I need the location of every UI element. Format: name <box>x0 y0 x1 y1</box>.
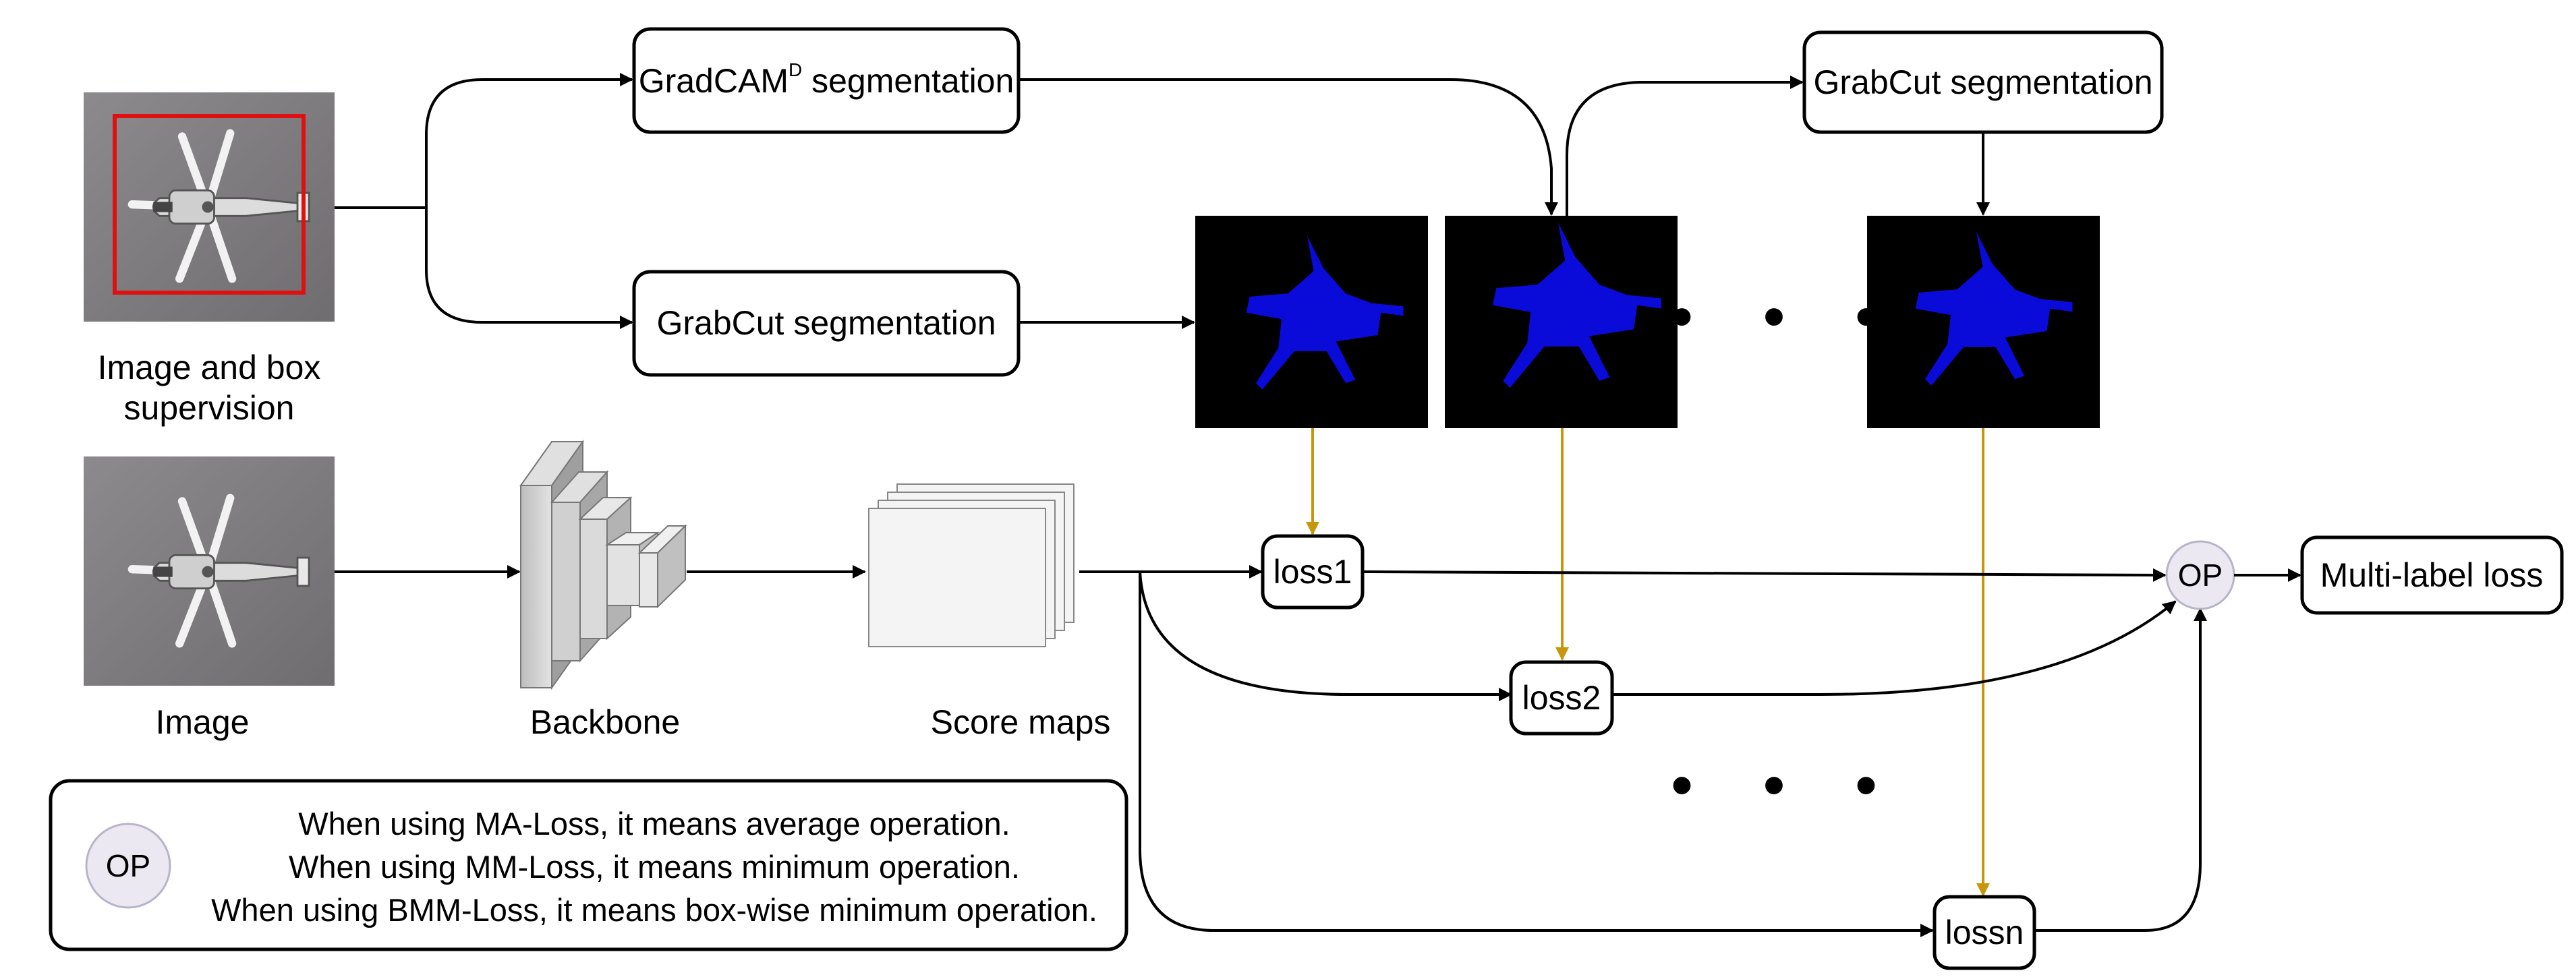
loss2-label: loss2 <box>1522 679 1601 717</box>
arrow-loss2-to-op <box>1612 600 2177 696</box>
input-caption-line2: supervision <box>124 389 295 427</box>
legend-line-3: When using BMM-Loss, it means box-wise m… <box>211 892 1097 928</box>
legend-op-node <box>85 823 171 909</box>
segmentation-mask-1 <box>1195 216 1428 428</box>
legend-op-label: OP <box>106 848 150 883</box>
legend-line-1: When using MA-Loss, it means average ope… <box>298 806 1010 841</box>
score-maps-caption: Score maps <box>931 703 1111 741</box>
arrow-loss1-to-op <box>1362 568 2167 582</box>
arrow-to-lossn <box>1139 572 1934 937</box>
input-image-with-box <box>84 92 335 322</box>
arrow-mask2-to-grabcut-right <box>1566 76 1804 216</box>
arrow-to-grabcut-left <box>425 208 633 329</box>
lossn-label: lossn <box>1945 914 2024 951</box>
op-node-label: OP <box>2178 558 2223 593</box>
grabcut-right-label: GrabCut segmentation <box>1813 63 2152 101</box>
top-ellipsis: • • • <box>1671 283 1904 351</box>
legend-box <box>49 779 1128 951</box>
lossn-box <box>1933 895 2036 970</box>
legend-line-2: When using MM-Loss, it means minimum ope… <box>289 849 1020 885</box>
loss1-label: loss1 <box>1273 553 1352 591</box>
arrow-to-loss2 <box>1139 571 1512 701</box>
backbone-caption: Backbone <box>530 703 680 741</box>
input-image <box>84 456 335 686</box>
arrow-lossn-to-op <box>2034 608 2207 932</box>
score-maps-stack <box>868 483 1075 647</box>
gradcam-label: GradCAMD segmentation <box>639 59 1014 100</box>
segmentation-mask-2 <box>1445 216 1678 428</box>
grabcut-left-label: GrabCut segmentation <box>656 304 996 342</box>
arrow-gradcam-to-mask2 <box>1019 78 1558 216</box>
multi-label-loss-box <box>2300 535 2564 615</box>
image-caption: Image <box>156 703 250 741</box>
loss-ellipsis: • • • <box>1671 752 1904 819</box>
backbone-network-icon <box>519 439 687 690</box>
bounding-box <box>113 114 306 295</box>
input-caption-line1: Image and box <box>98 349 321 386</box>
multi-label-loss-label: Multi-label loss <box>2320 556 2544 594</box>
arrow-to-gradcam <box>425 73 633 208</box>
loss2-box <box>1509 660 1614 736</box>
segmentation-mask-n <box>1867 216 2100 428</box>
